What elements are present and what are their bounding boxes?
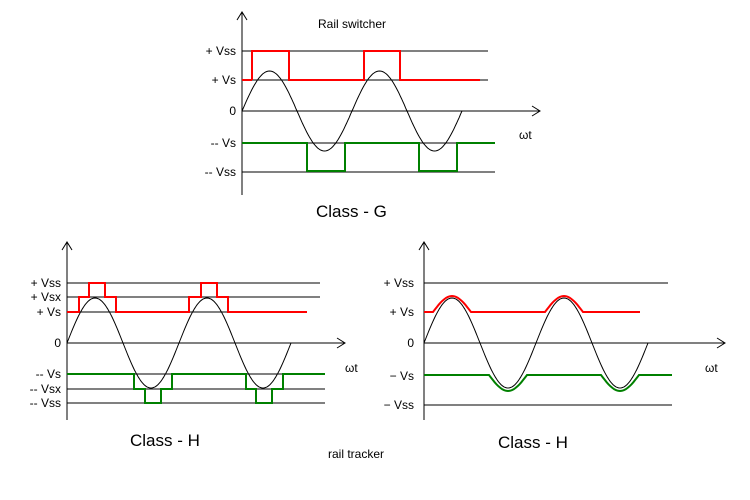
class-h-left-positive-supply-trace — [67, 282, 307, 313]
class-h-right-positive-supply-trace — [424, 294, 640, 313]
class-h-right-title: Class - H — [498, 433, 568, 452]
rail-tracker-caption: rail tracker — [328, 447, 384, 461]
class-g-output-sine — [241, 70, 463, 152]
class-h-left-label-vsx-neg: -- Vsx — [30, 382, 61, 396]
class-h-left-panel: + Vss + Vsx + Vs 0 -- Vs -- Vsx -- Vss ω… — [30, 241, 358, 450]
class-h-right-output-sine — [423, 297, 649, 389]
class-h-left-x-axis-label: ωt — [345, 361, 358, 375]
class-g-positive-supply-trace — [242, 50, 480, 81]
class-g-label-zero: 0 — [229, 104, 236, 118]
class-g-annotation: Rail switcher — [318, 17, 386, 31]
class-h-right-label-zero: 0 — [407, 336, 414, 350]
class-g-negative-supply-trace — [242, 142, 495, 172]
class-g-panel: Rail switcher + Vss + Vs 0 -- Vs -- Vss … — [205, 11, 541, 221]
class-h-right-x-arrow — [716, 337, 726, 349]
class-h-left-label-vs-pos: + Vs — [37, 305, 61, 319]
class-h-right-label-vss-neg: − Vss — [384, 398, 414, 412]
class-g-title: Class - G — [316, 202, 387, 221]
class-h-left-title: Class - H — [130, 431, 200, 450]
class-g-label-vs-pos: + Vs — [212, 73, 236, 87]
class-g-label-vs-neg: -- Vs — [211, 136, 236, 150]
class-h-right-label-vs-neg: − Vs — [390, 369, 414, 383]
class-g-label-vss-neg: -- Vss — [205, 165, 236, 179]
class-h-right-label-vs-pos: + Vs — [390, 305, 414, 319]
class-h-right-x-axis-label: ωt — [705, 361, 718, 375]
class-h-left-label-vsx-pos: + Vsx — [31, 290, 61, 304]
class-h-left-label-vs-neg: -- Vs — [36, 367, 61, 381]
class-h-left-label-vss-pos: + Vss — [31, 276, 61, 290]
class-h-right-panel: + Vss + Vs 0 − Vs − Vss ωt Class - H — [384, 241, 726, 452]
class-h-left-label-vss-neg: -- Vss — [30, 396, 61, 410]
class-g-y-arrow — [236, 11, 248, 21]
class-h-left-label-zero: 0 — [54, 336, 61, 350]
class-g-x-arrow — [531, 105, 541, 117]
class-h-right-y-arrow — [418, 241, 430, 251]
class-h-right-label-vss-pos: + Vss — [384, 276, 414, 290]
class-h-left-negative-supply-trace — [67, 373, 325, 404]
class-h-right-negative-supply-trace — [424, 374, 672, 393]
class-h-left-x-arrow — [336, 337, 346, 349]
class-g-x-axis-label: ωt — [519, 128, 532, 142]
class-h-left-output-sine — [66, 297, 292, 389]
class-g-label-vss-pos: + Vss — [206, 44, 236, 58]
class-h-left-y-arrow — [61, 241, 73, 251]
